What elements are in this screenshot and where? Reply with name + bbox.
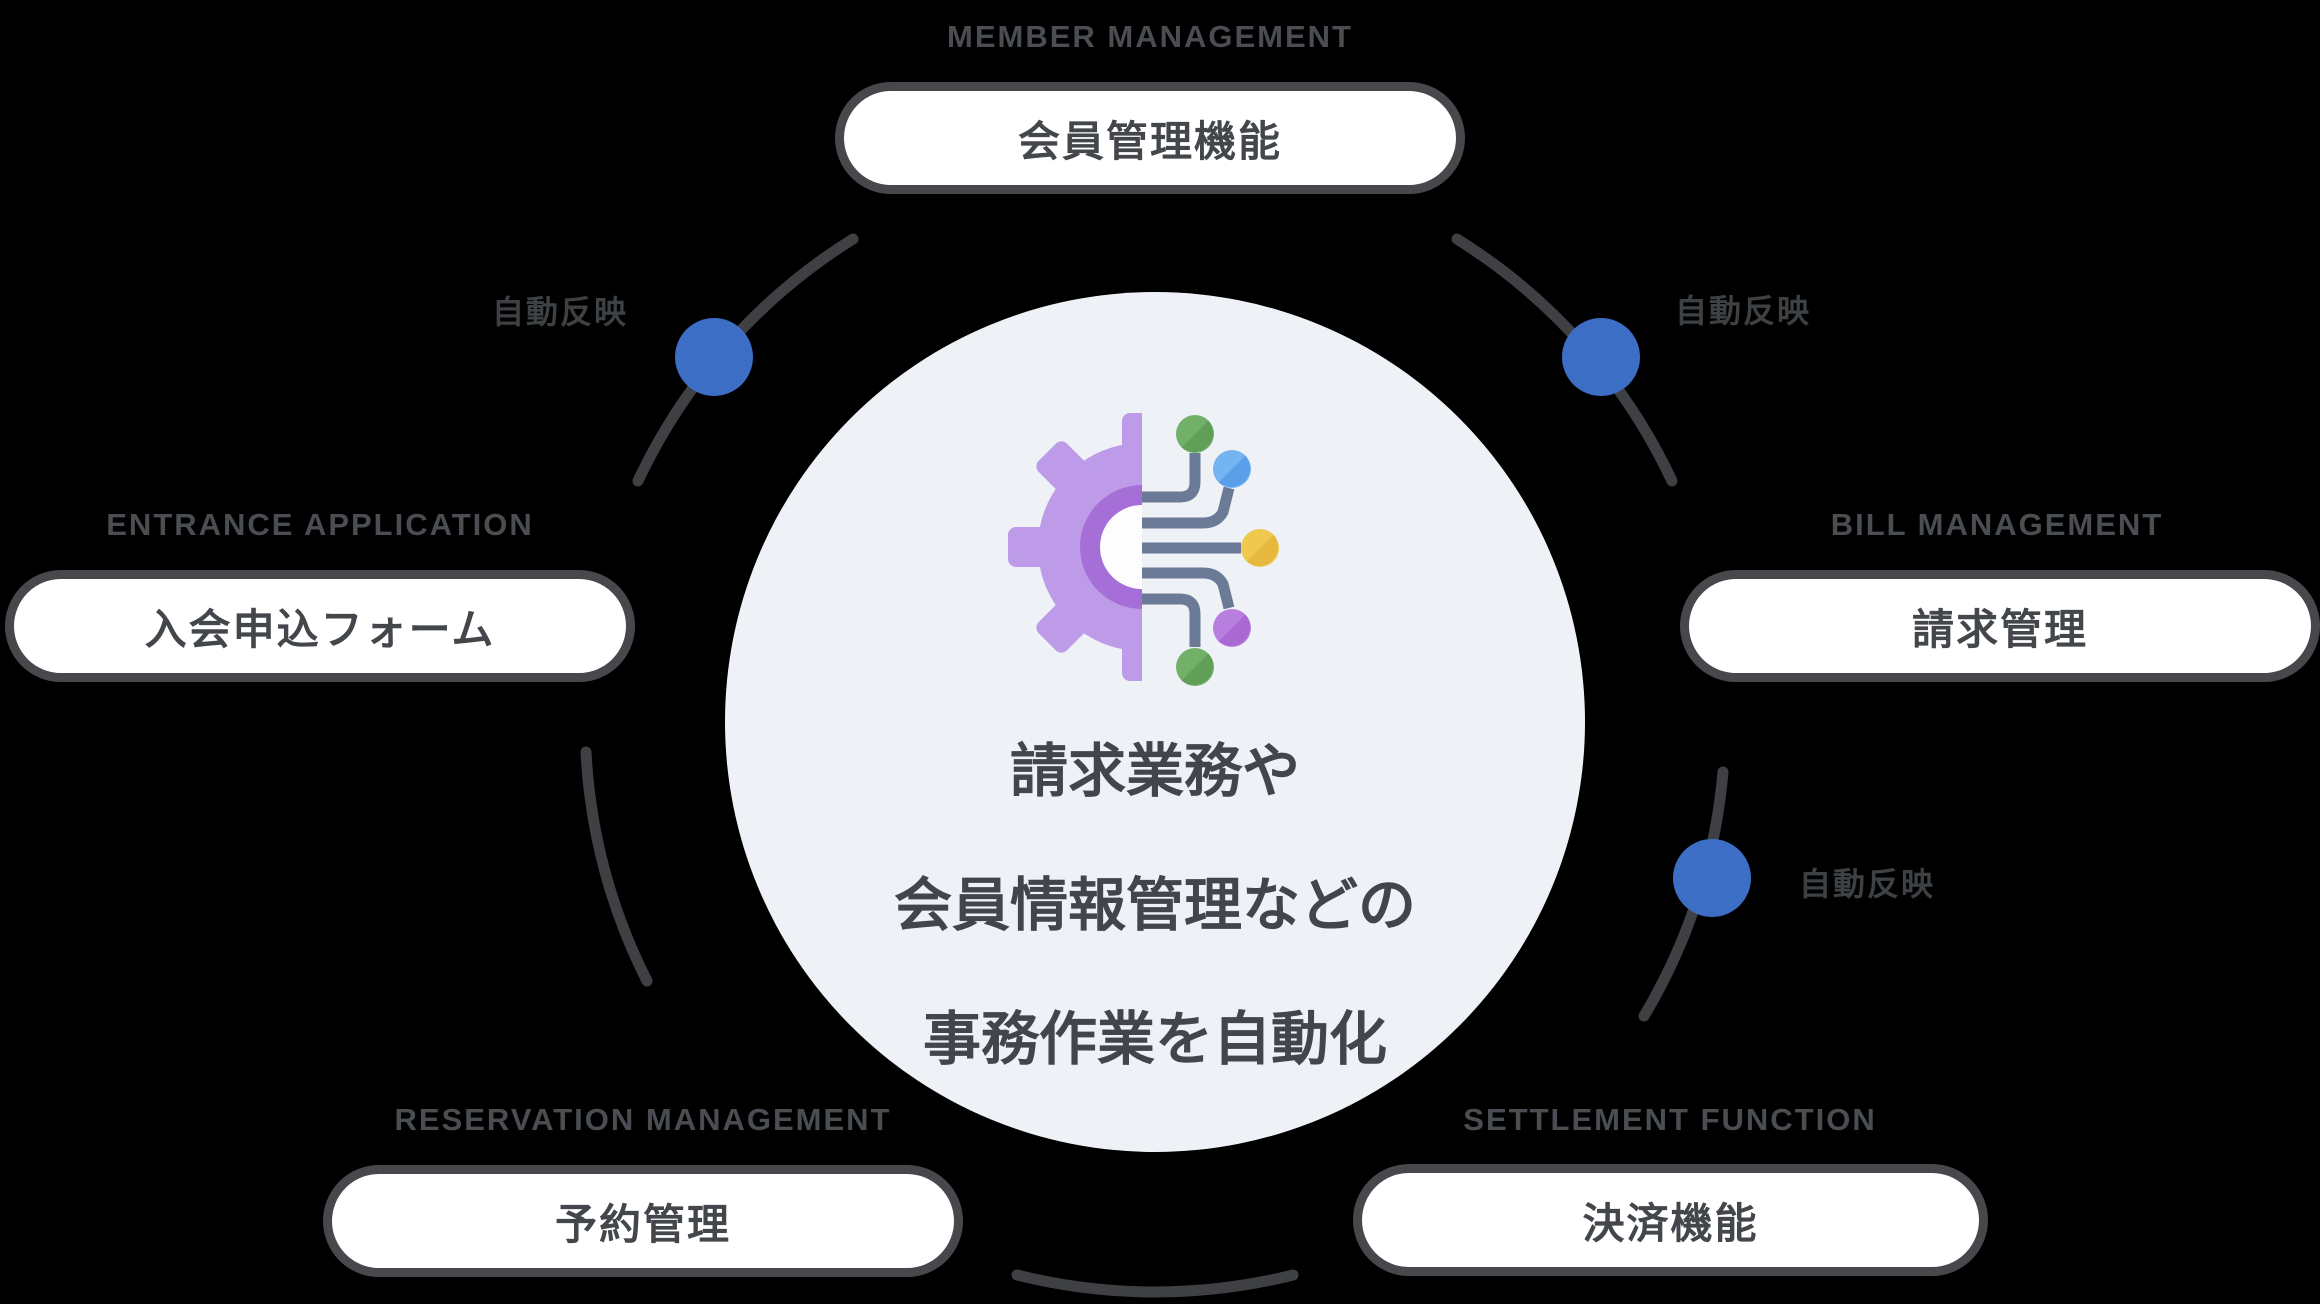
- auto-reflect-dot-1: [675, 318, 753, 396]
- auto-reflect-badge-1: 自動反映: [491, 294, 629, 330]
- label-member-management: MEMBER MANAGEMENT: [947, 19, 1353, 54]
- center-line-1: 請求業務や: [1009, 739, 1300, 804]
- label-reservation-management: RESERVATION MANAGEMENT: [394, 1102, 892, 1137]
- center-circle: [725, 292, 1585, 1152]
- auto-reflect-dot-2: [1562, 318, 1640, 396]
- ring-arc-bottom: [1011, 1269, 1299, 1298]
- label-bill-management: BILL MANAGEMENT: [1830, 507, 2164, 542]
- pill-entrance-application[interactable]: 入会申込フォーム: [5, 570, 635, 682]
- auto-reflect-badge-2: 自動反映: [1674, 293, 1812, 329]
- label-entrance-application: ENTRANCE APPLICATION: [106, 507, 534, 542]
- auto-reflect-badge-3: 自動反映: [1798, 866, 1936, 902]
- auto-reflect-dot-3: [1673, 839, 1751, 917]
- ring-arc-left: [580, 746, 653, 987]
- pill-settlement-function[interactable]: 決済機能: [1353, 1164, 1988, 1276]
- gear-hole: [1100, 505, 1142, 589]
- pill-bill-management[interactable]: 請求管理: [1680, 570, 2320, 682]
- half-gear-icon: [1008, 413, 1142, 681]
- pill-reservation-management[interactable]: 予約管理: [323, 1165, 963, 1277]
- center-description: 請求業務や 会員情報管理などの 事務作業を自動化: [725, 705, 1585, 1107]
- circuit-traces: [1142, 453, 1241, 647]
- center-line-3: 事務作業を自動化: [922, 1007, 1387, 1072]
- pill-member-management[interactable]: 会員管理機能: [835, 82, 1465, 194]
- gear-circuit-icon: [1008, 413, 1279, 686]
- circuit-node-dots: [1176, 415, 1279, 686]
- center-line-2: 会員情報管理などの: [893, 873, 1416, 938]
- label-settlement-function: SETTLEMENT FUNCTION: [1463, 1102, 1877, 1137]
